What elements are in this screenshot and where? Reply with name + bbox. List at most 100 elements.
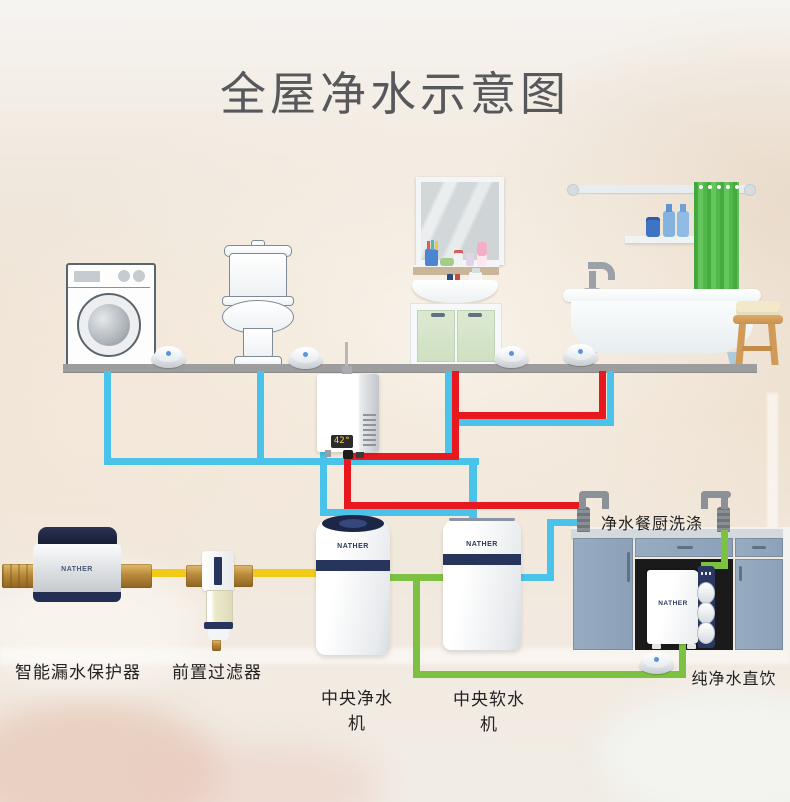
ro-filter xyxy=(697,602,715,624)
kitchen-faucet-left-base xyxy=(577,507,590,532)
curtain-ring xyxy=(717,185,721,189)
stool-leg xyxy=(768,324,779,365)
pipe-soft-riser xyxy=(547,519,554,581)
stool-rung xyxy=(742,346,772,351)
toothbrush xyxy=(431,240,434,250)
pre-filter-fitting-right xyxy=(232,565,253,587)
heater-display: 42° xyxy=(331,435,353,448)
bathtub-faucet-spout xyxy=(588,262,615,275)
pipe-cold-heater-feed xyxy=(320,446,327,516)
pipe-purified-faucet-drop xyxy=(721,530,728,569)
cosmetic-bottle xyxy=(466,253,474,266)
leak-sensor xyxy=(288,347,323,370)
kitchen-faucet-right-base xyxy=(717,507,730,532)
central-purifier-brand: NATHER xyxy=(337,543,369,550)
pipe-soft-to-faucet xyxy=(547,519,584,526)
curtain-ring xyxy=(726,185,730,189)
pipe-cold-bathtub-drop xyxy=(607,371,614,426)
pipe-cold-lower-run xyxy=(320,509,477,516)
pipe-hot-heater-down xyxy=(344,446,351,509)
sink-counter-item xyxy=(447,274,453,283)
pink-bottle xyxy=(477,242,487,266)
toilet-tank xyxy=(229,253,287,299)
cabinet-door-handle xyxy=(468,313,482,317)
central-softener-brand: NATHER xyxy=(466,541,498,548)
ro-machine-front xyxy=(647,570,699,644)
cabinet-door xyxy=(417,310,455,362)
ro-filter xyxy=(697,582,715,604)
toilet xyxy=(222,240,294,367)
kitchen-faucet-right-riser xyxy=(721,495,728,509)
pipe-hot-kitchen-run xyxy=(344,502,582,509)
label-leak-protector: 智能漏水保护器 xyxy=(15,663,141,682)
vanity-cabinet xyxy=(410,303,502,367)
kitchen-drawer-handle xyxy=(677,546,693,549)
bg-blob-bottom-right xyxy=(600,690,790,802)
kitchen-faucet-left-riser xyxy=(579,495,586,509)
toothbrush xyxy=(435,241,438,250)
leak-protector-base xyxy=(33,592,121,602)
stool-towel xyxy=(736,301,780,316)
toothbrush-cup xyxy=(425,249,438,266)
kitchen-faucet-left-pipe xyxy=(579,491,609,498)
pre-filter-ring xyxy=(204,622,233,629)
cabinet-door xyxy=(457,310,495,362)
ro-filter xyxy=(697,622,715,644)
pre-filter-drain xyxy=(212,640,221,651)
heater-flue xyxy=(345,342,348,366)
leak-protector-fitting-left xyxy=(2,564,35,588)
leak-protector-body xyxy=(33,544,121,592)
kitchen-counter xyxy=(571,527,790,540)
pipe-cold-softener-drop xyxy=(469,458,477,520)
leak-protector-fitting-right xyxy=(119,564,152,588)
pipe-raw-inlet xyxy=(2,569,318,577)
ro-foot xyxy=(687,644,696,649)
pre-filter-fitting-left xyxy=(186,565,204,587)
towel-bar xyxy=(571,185,753,193)
curtain-ring xyxy=(735,185,739,189)
sink-counter-item xyxy=(455,274,460,283)
pipe-purified-floor-run xyxy=(413,671,686,678)
bath-shelf xyxy=(625,236,697,243)
kitchen-cabinet-handle xyxy=(627,552,630,582)
soap-pump-head xyxy=(472,268,480,273)
bathtub-body xyxy=(571,301,753,354)
pipe-hot-to-vanity xyxy=(344,453,459,460)
kitchen-wall-edge xyxy=(783,527,790,650)
kitchen-faucet-right-spout xyxy=(701,495,708,509)
kitchen-faucet-left-spout xyxy=(602,495,609,509)
shampoo-bottle xyxy=(677,211,689,237)
wall-strip xyxy=(767,393,778,535)
towel-bar-cap xyxy=(744,184,756,196)
soap-bar xyxy=(440,258,454,266)
kitchen-cabinet-left-door xyxy=(573,538,633,650)
washing-machine xyxy=(66,263,156,371)
diagram-title: 全屋净水示意图 xyxy=(220,68,570,120)
label-central-softener: 中央软水机 xyxy=(453,690,525,734)
water-heater: 42° xyxy=(317,374,379,452)
curtain-ring xyxy=(699,185,703,189)
shampoo-bottle-neck xyxy=(666,204,672,212)
label-pure-drinking: 纯净水直饮 xyxy=(691,671,777,688)
leak-sensor xyxy=(494,346,529,369)
central-softener-band xyxy=(443,554,521,565)
label-kitchen-washing: 净水餐厨洗涤 xyxy=(600,516,703,533)
toothbrush xyxy=(427,241,430,250)
ro-foot xyxy=(652,644,661,649)
kitchen-cabinet-handle xyxy=(739,566,742,581)
washer-dispenser xyxy=(74,271,100,282)
pipe-hot-bath-branch xyxy=(452,412,606,419)
kitchen-faucet-right-pipe xyxy=(701,491,731,498)
shampoo-jar xyxy=(646,217,660,237)
bathtub-faucet-riser xyxy=(589,271,596,292)
bathtub-faucet-tip xyxy=(608,273,615,280)
pipe-cold-main xyxy=(104,458,479,465)
pipe-soft-out xyxy=(518,574,554,581)
ro-brand-label: NATHER xyxy=(658,600,688,607)
heater-valve xyxy=(343,450,353,459)
washer-door-glass xyxy=(88,304,130,346)
floor-light-band xyxy=(0,648,790,664)
central-purifier-band xyxy=(316,560,390,571)
washer-knob xyxy=(133,270,145,282)
